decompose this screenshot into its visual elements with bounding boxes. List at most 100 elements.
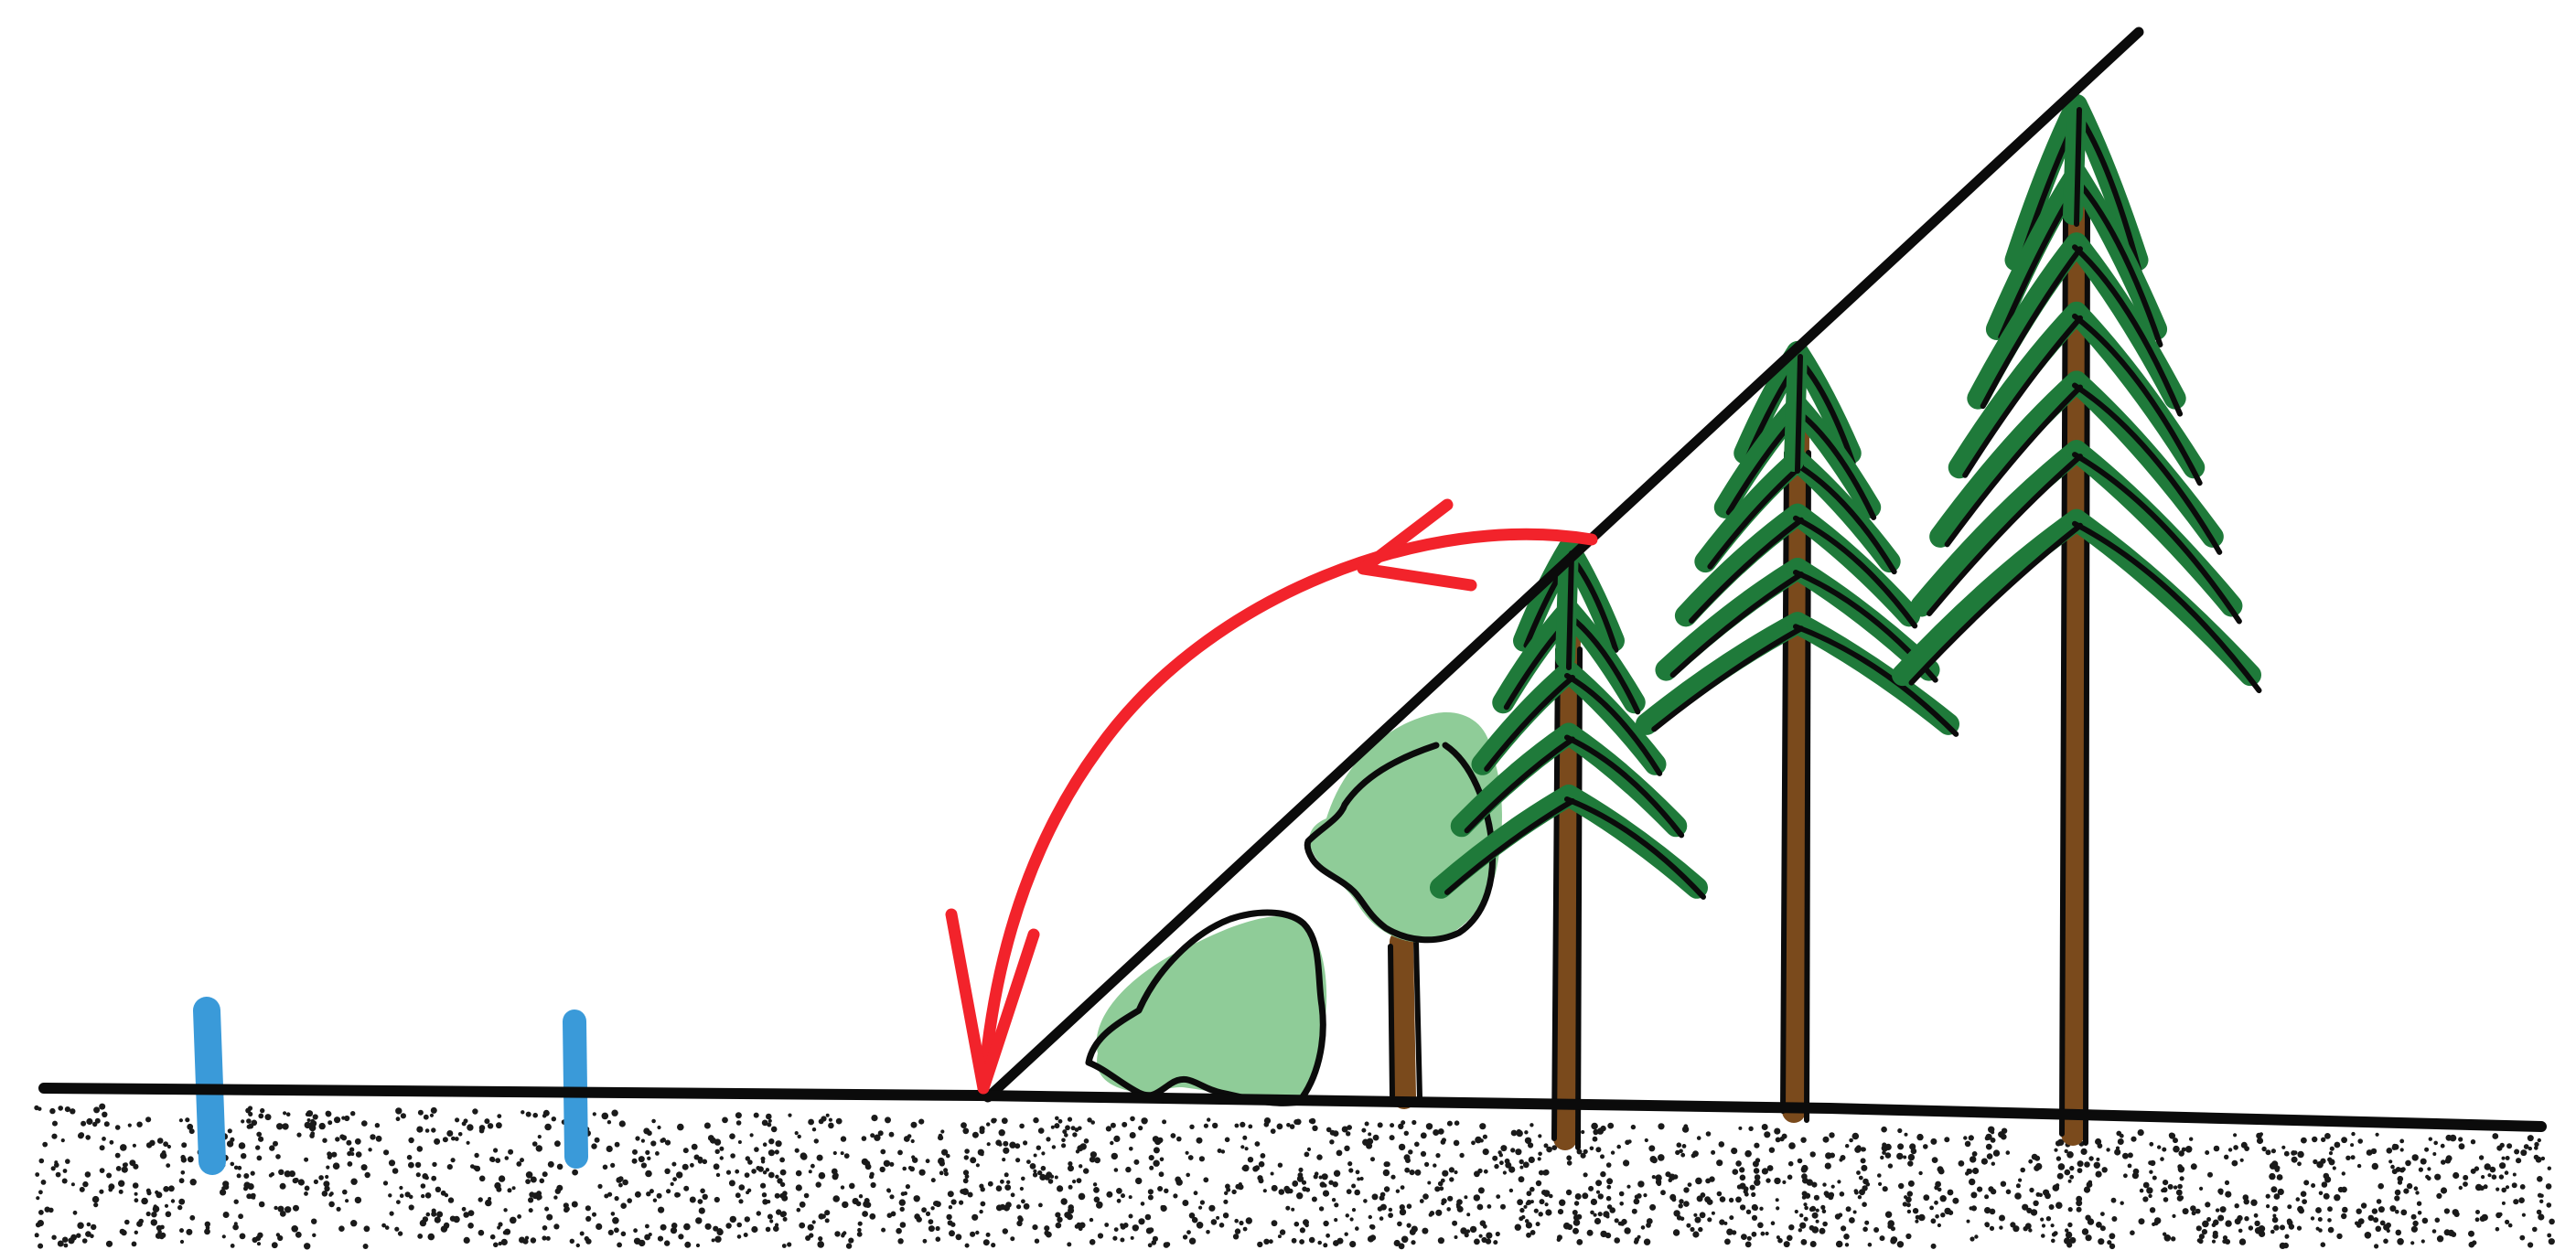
soil-dot	[1076, 1149, 1079, 1153]
soil-dot	[2196, 1225, 2202, 1231]
soil-dot	[1426, 1123, 1433, 1129]
soil-dot	[467, 1141, 470, 1145]
soil-dot	[607, 1120, 611, 1124]
soil-dot	[2311, 1183, 2315, 1188]
soil-dot	[1449, 1177, 1454, 1181]
soil-dot	[1695, 1217, 1701, 1223]
soil-dot	[832, 1195, 840, 1202]
soil-dot	[2285, 1234, 2290, 1239]
soil-dot	[1591, 1123, 1598, 1130]
soil-dot	[334, 1116, 340, 1123]
soil-dot	[988, 1181, 993, 1187]
soil-dot	[1600, 1154, 1605, 1159]
soil-dot	[2403, 1189, 2409, 1194]
soil-dot	[2549, 1238, 2555, 1245]
soil-dot	[2266, 1149, 2271, 1155]
soil-dot	[2029, 1188, 2034, 1192]
soil-dot	[102, 1112, 107, 1117]
soil-dot	[2518, 1197, 2525, 1203]
soil-dot	[1003, 1228, 1008, 1234]
soil-dot	[178, 1199, 185, 1205]
soil-dot	[526, 1112, 531, 1117]
soil-dot	[2468, 1231, 2474, 1237]
soil-dot	[641, 1162, 647, 1168]
soil-dot	[1300, 1227, 1305, 1233]
soil-dot	[726, 1170, 731, 1175]
soil-dot	[1033, 1117, 1038, 1123]
soil-dot	[82, 1238, 88, 1244]
soil-dot	[2499, 1174, 2504, 1179]
soil-dot	[1700, 1212, 1706, 1218]
soil-dot	[775, 1193, 780, 1199]
soil-dot	[1408, 1149, 1412, 1154]
soil-dot	[1370, 1157, 1375, 1161]
soil-dot	[421, 1194, 424, 1198]
soil-dot	[1111, 1153, 1118, 1159]
soil-dot	[2257, 1138, 2263, 1144]
soil-dot	[1447, 1121, 1453, 1127]
soil-dot	[1486, 1238, 1491, 1244]
soil-dot	[181, 1157, 187, 1162]
soil-dot	[1207, 1117, 1210, 1121]
soil-dot	[1798, 1159, 1803, 1164]
soil-dot	[1931, 1244, 1937, 1249]
soil-dot	[1566, 1155, 1572, 1160]
soil-dot	[1292, 1181, 1298, 1187]
soil-dot	[1263, 1189, 1267, 1192]
soil-dot	[2376, 1133, 2379, 1137]
soil-dot	[445, 1193, 448, 1197]
soil-dot	[1064, 1133, 1068, 1138]
soil-dot	[1068, 1117, 1072, 1122]
soil-dot	[1104, 1223, 1109, 1227]
soil-dot	[981, 1202, 986, 1207]
soil-dot	[897, 1150, 903, 1156]
soil-dot	[544, 1207, 549, 1212]
soil-dot	[2520, 1184, 2526, 1190]
soil-dot	[1755, 1174, 1761, 1181]
soil-dot	[2333, 1166, 2336, 1170]
soil-dot	[1390, 1123, 1394, 1127]
soil-dot	[1396, 1190, 1400, 1193]
soil-dot	[92, 1196, 100, 1203]
soil-dot	[720, 1156, 724, 1159]
soil-dot	[1683, 1201, 1690, 1207]
soil-dot	[2051, 1223, 2055, 1227]
soil-dot	[181, 1170, 186, 1175]
soil-dot	[705, 1223, 712, 1230]
soil-dot	[1517, 1129, 1521, 1134]
soil-dot	[2496, 1188, 2499, 1191]
soil-dot	[2056, 1156, 2061, 1160]
soil-dot	[926, 1212, 930, 1216]
soil-dot	[1752, 1204, 1758, 1211]
soil-dot	[2280, 1224, 2285, 1230]
soil-dot	[880, 1167, 886, 1172]
soil-dot	[2022, 1204, 2028, 1211]
soil-dot	[2342, 1207, 2348, 1213]
soil-dot	[980, 1128, 985, 1134]
soil-dot	[2012, 1225, 2019, 1232]
soil-dot	[91, 1224, 96, 1230]
soil-dot	[1036, 1146, 1041, 1150]
soil-dot	[756, 1166, 760, 1170]
soil-dot	[488, 1123, 493, 1128]
soil-dot	[1111, 1123, 1116, 1128]
soil-dot	[1454, 1120, 1460, 1126]
soil-dot	[2205, 1202, 2210, 1207]
soil-dot	[1963, 1136, 1967, 1139]
soil-dot	[1235, 1184, 1240, 1190]
soil-dot	[983, 1239, 990, 1245]
soil-dot	[1206, 1230, 1210, 1234]
soil-dot	[1712, 1212, 1715, 1215]
soil-dot	[556, 1185, 563, 1191]
soil-dot	[565, 1207, 570, 1212]
soil-dot	[2261, 1147, 2266, 1151]
soil-dot	[1882, 1150, 1886, 1155]
soil-dot	[1680, 1153, 1685, 1158]
soil-dot	[1211, 1219, 1218, 1225]
soil-dot	[1263, 1239, 1269, 1245]
soil-dot	[871, 1182, 876, 1188]
soil-dot	[2055, 1202, 2063, 1209]
soil-dot	[938, 1158, 945, 1165]
soil-dot	[1735, 1160, 1742, 1167]
soil-dot	[1800, 1138, 1806, 1143]
